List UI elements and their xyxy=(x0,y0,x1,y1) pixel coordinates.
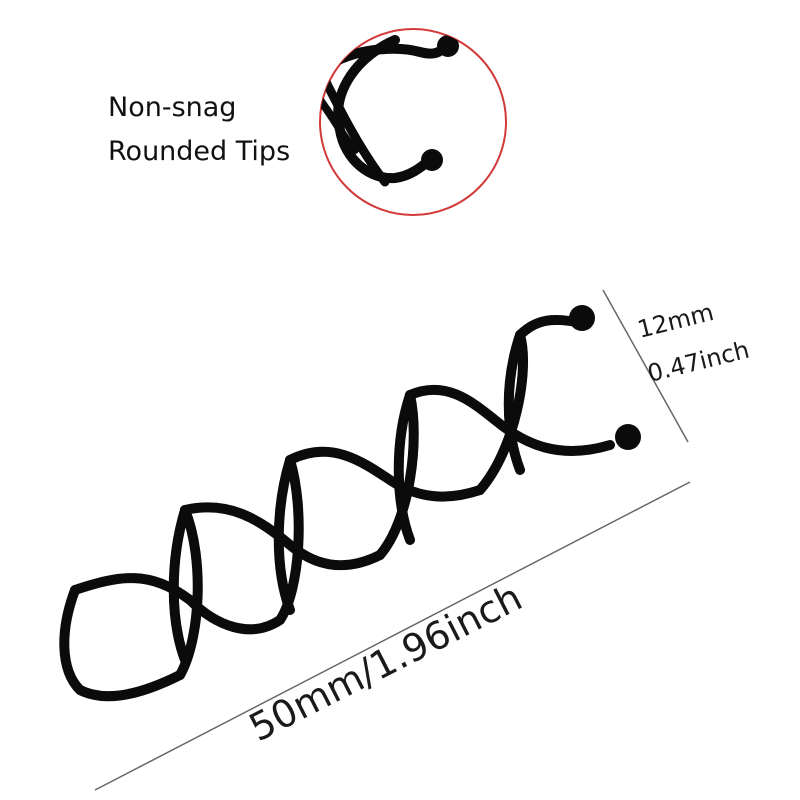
callout-label: Non-snag Rounded Tips xyxy=(108,86,328,174)
width-inch-label: 0.47inch xyxy=(645,336,752,388)
rounded-tip-bottom xyxy=(421,149,443,171)
width-dimension: 12mm 0.47inch xyxy=(602,289,752,443)
callout-line-2: Rounded Tips xyxy=(108,136,291,167)
pin-tip-top xyxy=(569,305,595,331)
pin-tip-bottom xyxy=(615,424,641,450)
rounded-tip-top xyxy=(437,35,459,57)
spiral-pin xyxy=(59,315,615,702)
callout-line-1: Non-snag xyxy=(108,92,237,123)
width-mm-label: 12mm xyxy=(635,298,717,344)
zoom-callout xyxy=(319,28,507,216)
